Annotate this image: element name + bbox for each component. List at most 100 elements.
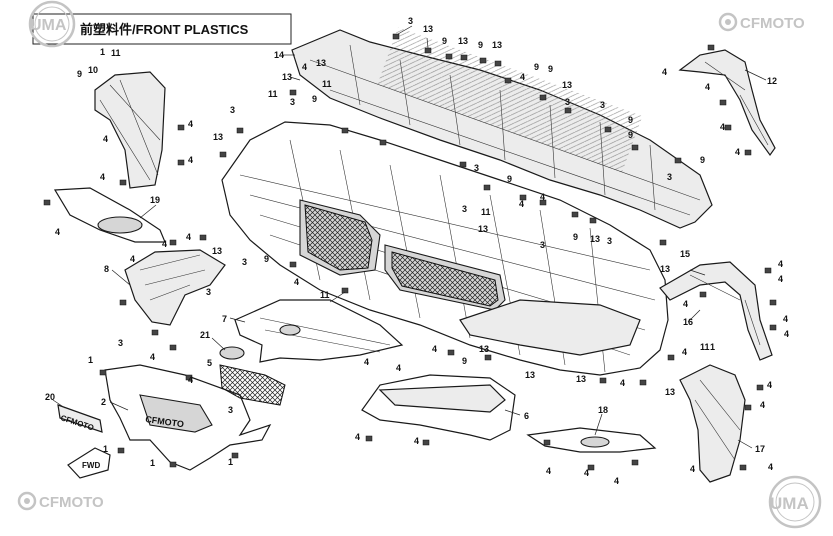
part-21-badge — [219, 346, 245, 360]
callout-4v: 4 — [355, 432, 360, 442]
callout-4ah: 4 — [682, 347, 687, 357]
callout-4ad: 4 — [778, 274, 783, 284]
callout-3d: 3 — [667, 172, 672, 182]
callout-17: 17 — [755, 444, 765, 454]
callout-13g: 13 — [213, 132, 223, 142]
callout-4o: 4 — [294, 277, 299, 287]
callout-11f: 11 — [700, 342, 710, 352]
callout-3j: 3 — [228, 405, 233, 415]
cfmoto-logo-top-text: CFMOTO — [740, 15, 805, 32]
fasteners — [43, 33, 777, 471]
callout-9j: 9 — [264, 254, 269, 264]
callout-13n: 13 — [660, 264, 670, 274]
callout-4g: 4 — [103, 134, 108, 144]
callout-6: 6 — [524, 411, 529, 421]
callout-11a: 11 — [322, 79, 332, 89]
callout-4b: 4 — [520, 72, 525, 82]
callout-4t: 4 — [364, 357, 369, 367]
callout-3e: 3 — [230, 105, 235, 115]
callout-9f: 9 — [628, 115, 633, 125]
callout-9d: 9 — [534, 62, 539, 72]
callout-18: 18 — [598, 405, 608, 415]
callout-9i: 9 — [77, 69, 82, 79]
callout-4h: 4 — [188, 119, 193, 129]
callout-4m: 4 — [186, 232, 191, 242]
callout-13k: 13 — [576, 374, 586, 384]
callout-13h: 13 — [212, 246, 222, 256]
callout-8: 8 — [104, 264, 109, 274]
leader-lines — [52, 25, 767, 449]
cfmoto-logo-bottom-text: CFMOTO — [39, 494, 104, 511]
callout-7: 7 — [222, 314, 227, 324]
callout-13a: 13 — [282, 72, 292, 82]
callout-9g: 9 — [628, 130, 633, 140]
callout-20: 20 — [45, 392, 55, 402]
callout-11d: 11 — [320, 290, 330, 300]
callout-10: 10 — [88, 65, 98, 75]
callout-4d: 4 — [705, 82, 710, 92]
callout-4q: 4 — [188, 375, 193, 385]
callout-9c: 9 — [478, 40, 483, 50]
callout-13l: 13 — [478, 224, 488, 234]
callout-15: 15 — [680, 249, 690, 259]
callout-3m: 3 — [540, 240, 545, 250]
callout-13i: 13 — [479, 344, 489, 354]
callout-4a: 4 — [302, 62, 307, 72]
callout-13m: 13 — [590, 234, 600, 244]
callout-3c: 3 — [600, 100, 605, 110]
part-left-upper-bracket — [94, 71, 166, 189]
callout-3i: 3 — [118, 338, 123, 348]
callout-3b: 3 — [565, 97, 570, 107]
callout-4af: 4 — [783, 314, 788, 324]
callout-3l: 3 — [462, 204, 467, 214]
callout-4ac: 4 — [778, 259, 783, 269]
callout-12: 12 — [767, 76, 777, 86]
callout-1f: 1 — [710, 342, 715, 352]
cfmoto-logo-top: CFMOTO — [718, 12, 805, 32]
callout-9h: 9 — [700, 155, 705, 165]
callout-14: 14 — [274, 50, 284, 60]
cfmoto-logo-bottom: CFMOTO — [17, 491, 104, 511]
callout-4z: 4 — [614, 476, 619, 486]
callout-13j: 13 — [525, 370, 535, 380]
callout-3h: 3 — [206, 287, 211, 297]
callout-1e: 1 — [228, 457, 233, 467]
callout-4y: 4 — [584, 468, 589, 478]
fwd-label: FWD — [82, 461, 100, 470]
callout-9a: 9 — [312, 94, 317, 104]
callout-13c: 13 — [423, 24, 433, 34]
callout-4al: 4 — [768, 462, 773, 472]
callout-numbers: 14 13 4 13 11 9 3 13 9 13 9 13 9 9 13 4 … — [45, 16, 789, 486]
callout-3g: 3 — [242, 257, 247, 267]
part-15-right-fender — [659, 261, 773, 361]
callout-4f: 4 — [735, 147, 740, 157]
callout-13b: 13 — [316, 58, 326, 68]
callout-13o: 13 — [665, 387, 675, 397]
uma-logo-top: UMA — [28, 0, 76, 48]
callout-4l: 4 — [162, 239, 167, 249]
part-14-upper-support — [291, 27, 713, 229]
part-5-grille-insert — [219, 364, 286, 406]
callout-4s: 4 — [620, 378, 625, 388]
callout-4ae: 4 — [683, 299, 688, 309]
fwd-arrow: FWD — [67, 447, 111, 479]
callout-19: 19 — [150, 195, 160, 205]
uma-logo-bottom: UMA — [768, 475, 822, 529]
callout-1d: 1 — [150, 458, 155, 468]
callout-13e: 13 — [492, 40, 502, 50]
part-17-mud-flap — [679, 364, 746, 483]
callout-2: 2 — [101, 397, 106, 407]
part-19-left-plate — [53, 187, 166, 243]
callout-4p: 4 — [150, 352, 155, 362]
part-20-emblem: CFMOTO — [57, 404, 103, 433]
callout-4j: 4 — [100, 172, 105, 182]
callout-4i: 4 — [188, 155, 193, 165]
callout-4aa: 4 — [519, 199, 524, 209]
front-bumper-body — [221, 121, 669, 376]
callout-4w: 4 — [414, 436, 419, 446]
diagram-title: 前塑料件/FRONT PLASTICS — [80, 22, 249, 37]
callout-13f: 13 — [562, 80, 572, 90]
callout-4ak: 4 — [690, 464, 695, 474]
